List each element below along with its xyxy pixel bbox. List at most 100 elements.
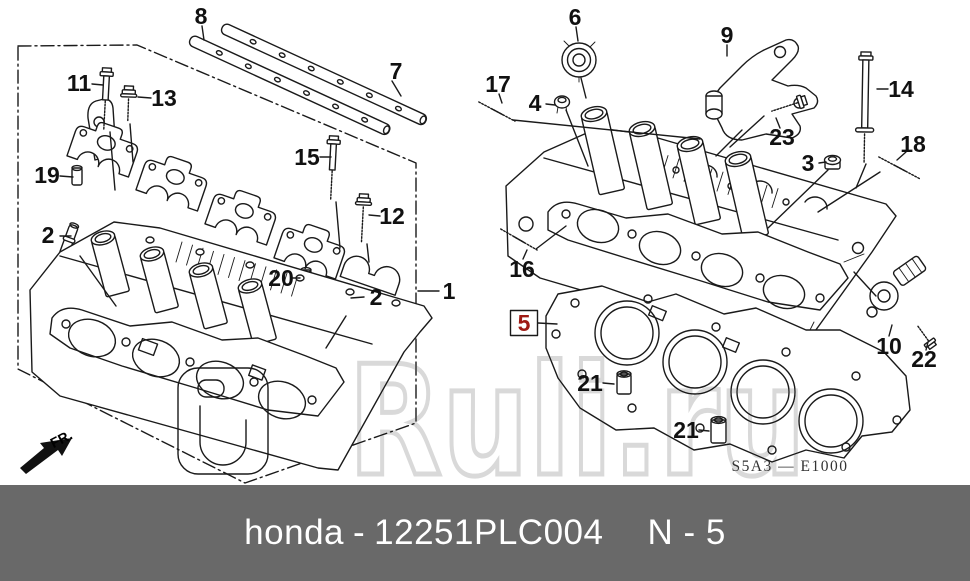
- svg-text:6: 6: [569, 4, 582, 30]
- svg-text:14: 14: [888, 76, 914, 102]
- callout-19: 19: [34, 162, 74, 188]
- svg-text:2: 2: [370, 284, 383, 310]
- leader-line: [545, 103, 556, 106]
- rocker-shaft-7: [220, 23, 428, 126]
- leader-line: [602, 382, 615, 385]
- callout-4: 4: [529, 90, 556, 116]
- callout-17: 17: [485, 71, 511, 104]
- valve-seal-3: [823, 154, 842, 170]
- callout-22: 22: [911, 341, 937, 372]
- svg-text:21: 21: [577, 370, 603, 396]
- head-gasket-5: [545, 285, 911, 463]
- cam-seal-6: [561, 40, 597, 83]
- callout-2: 2: [42, 222, 72, 248]
- dowel-pin-19: [71, 164, 83, 186]
- stud-17: [478, 101, 516, 122]
- svg-text:17: 17: [485, 71, 511, 97]
- callout-20: 20: [268, 265, 301, 291]
- svg-text:7: 7: [390, 58, 403, 84]
- leader-line: [522, 249, 528, 260]
- leader-line: [201, 25, 205, 41]
- svg-text:4: 4: [529, 90, 542, 116]
- bolt-14: [854, 51, 875, 164]
- leader-line: [537, 322, 558, 325]
- leader-line: [498, 93, 503, 104]
- svg-text:15: 15: [294, 144, 320, 170]
- bolt-23: [771, 94, 809, 112]
- callout-3: 3: [802, 150, 827, 176]
- callout-12: 12: [368, 203, 405, 229]
- svg-text:12: 12: [379, 203, 405, 229]
- callout-14: 14: [876, 76, 914, 102]
- svg-text:18: 18: [900, 131, 926, 157]
- leader-line: [698, 429, 710, 432]
- callout-11: 11: [67, 70, 104, 96]
- footer-part-number: 12251PLC004: [374, 513, 604, 552]
- svg-text:23: 23: [769, 124, 795, 150]
- leader-line: [391, 80, 402, 97]
- footer-page-ref: N - 5: [647, 513, 726, 552]
- highlight-box[interactable]: [509, 309, 539, 337]
- watermark-text: Ruli.ru: [348, 333, 806, 485]
- leader-line: [575, 26, 579, 42]
- indication-lines-right: [512, 77, 881, 297]
- callout-1: 1: [417, 278, 456, 304]
- stud-16: [500, 228, 538, 251]
- svg-text:3: 3: [802, 150, 815, 176]
- valve-guide-2-left: [59, 222, 80, 258]
- leader-line: [137, 96, 152, 99]
- footer-bar: honda - 12251PLC004 N - 5: [0, 485, 970, 581]
- svg-text:21: 21: [673, 417, 699, 443]
- callout-21: 21: [673, 417, 710, 443]
- bracket-9: [705, 38, 819, 141]
- callout-6: 6: [569, 4, 582, 42]
- sensor-10: [866, 255, 927, 318]
- svg-text:10: 10: [876, 333, 902, 359]
- leader-line: [818, 161, 827, 164]
- bolt-13: [119, 85, 138, 123]
- fr-arrow: FR.: [20, 427, 75, 474]
- callout-10: 10: [876, 324, 902, 359]
- bolt-11: [99, 67, 114, 131]
- callout-2: 2: [350, 284, 383, 310]
- bolt-22: [917, 325, 937, 351]
- valve-seal-4: [553, 95, 571, 114]
- footer-separator: -: [353, 513, 366, 552]
- callout-8: 8: [195, 3, 208, 41]
- cam-cap-end: [339, 255, 401, 296]
- leader-line: [368, 214, 381, 217]
- callout-15: 15: [294, 144, 332, 170]
- callout-9: 9: [721, 22, 734, 57]
- svg-text:9: 9: [721, 22, 734, 48]
- svg-text:5: 5: [518, 310, 531, 336]
- leader-line: [59, 175, 74, 178]
- rocker-pedestals: [66, 114, 401, 296]
- watermark: Ruli.ru: [177, 331, 809, 485]
- dowel-pin-21-lower: [710, 415, 727, 444]
- diagram-code: S5A3 — E1000: [731, 458, 848, 475]
- bolt-12: [354, 193, 373, 243]
- callout-5: 5: [509, 309, 558, 337]
- callout-23: 23: [769, 117, 795, 150]
- svg-text:19: 19: [34, 162, 60, 188]
- rocker-shaft-8: [188, 35, 391, 136]
- callout-21: 21: [577, 370, 615, 396]
- leader-line: [775, 117, 781, 129]
- parts-diagram: FR.: [17, 3, 937, 485]
- left-view: FR.: [20, 23, 433, 474]
- right-view: S5A3 — E1000: [478, 38, 937, 475]
- callout-13: 13: [137, 85, 177, 111]
- callout-18: 18: [896, 131, 926, 161]
- svg-text:13: 13: [151, 85, 177, 111]
- callout-7: 7: [390, 58, 403, 97]
- leader-line: [896, 151, 907, 161]
- dowel-pin-21-upper: [616, 370, 632, 395]
- stud-18: [878, 156, 921, 180]
- footer-brand: honda: [244, 513, 344, 552]
- callout-16: 16: [509, 249, 535, 282]
- svg-text:11: 11: [67, 70, 92, 96]
- leader-line: [91, 83, 104, 86]
- svg-text:22: 22: [911, 346, 937, 372]
- svg-text:2: 2: [42, 222, 55, 248]
